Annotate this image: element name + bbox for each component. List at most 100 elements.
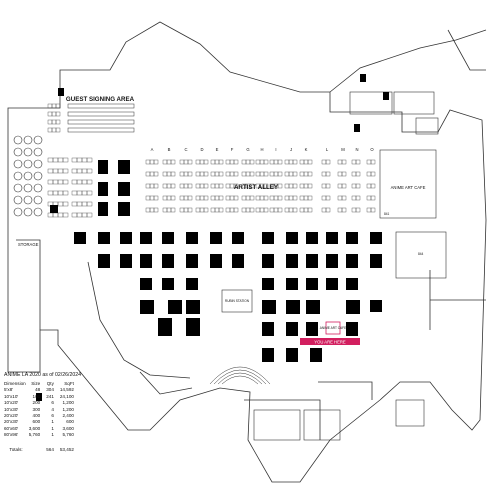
solid-booth: [186, 300, 200, 314]
solid-booth: [162, 254, 174, 268]
artist-table: [199, 171, 205, 177]
artist-table: [325, 171, 331, 177]
artist-table: [263, 159, 269, 165]
vendor-table: [76, 157, 83, 163]
artist-table: [149, 159, 155, 165]
artist-table: [366, 195, 372, 201]
vendor-table: [86, 179, 93, 185]
solid-booth: [326, 232, 338, 244]
artist-table: [255, 171, 261, 177]
solid-booth: [98, 232, 110, 244]
artist-table: [210, 171, 216, 177]
artist-table: [307, 171, 313, 177]
artist-table: [337, 159, 343, 165]
vendor-table: [62, 201, 69, 207]
south-room-a: [253, 409, 301, 441]
solid-booth: [262, 232, 274, 244]
legend-cell: 304: [46, 387, 54, 393]
artist-table: [166, 207, 172, 213]
artist-table: [277, 207, 283, 213]
artist-table: [321, 207, 327, 213]
vendor-table: [52, 179, 59, 185]
artist-table: [166, 171, 172, 177]
artist-table: [210, 183, 216, 189]
artist-table: [203, 195, 209, 201]
artist-table: [183, 195, 189, 201]
guest-signing-tables: [67, 103, 135, 133]
artist-table: [166, 159, 172, 165]
rubin-station-label: RUBIN STATION: [225, 299, 250, 303]
artist-table: [337, 171, 343, 177]
booth-size-legend: ANIME LA 2020 as of 02/26/2024 Dimension…: [4, 372, 136, 453]
building-outline: [7, 21, 487, 483]
vendor-table: [52, 157, 59, 163]
vendor-table: [76, 212, 83, 218]
legend-cell: 241: [46, 393, 54, 399]
solid-booth: [306, 322, 318, 336]
highlight-text: YOU ARE HERE: [314, 339, 346, 344]
solid-booth: [262, 300, 276, 314]
solid-booth: [118, 202, 130, 216]
solid-booth: [162, 278, 174, 290]
vendor-table: [76, 190, 83, 196]
solid-booth: [98, 202, 108, 216]
artist-table: [355, 195, 361, 201]
vendor-table: [47, 179, 54, 185]
vendor-table: [81, 212, 88, 218]
artist-table: [203, 207, 209, 213]
artist-table: [241, 195, 247, 201]
legend-cell: 10'x30': [4, 406, 19, 412]
legend-cell: 300: [32, 406, 41, 412]
vendor-table: [57, 157, 64, 163]
artist-table: [214, 207, 220, 213]
artist-table: [337, 183, 343, 189]
artist-table: [303, 195, 309, 201]
artist-table: [288, 159, 294, 165]
legend-totals-sqft: 53,452: [59, 446, 74, 452]
artist-table: [341, 171, 347, 177]
artist-table: [218, 183, 224, 189]
legend-cell: 1,200: [62, 400, 74, 406]
artist-table: [233, 195, 239, 201]
vendor-table: [81, 157, 88, 163]
artist-table: [303, 207, 309, 213]
legend-cell: 600: [32, 419, 41, 425]
vendor-table: [71, 168, 78, 174]
artist-table: [170, 183, 176, 189]
solid-booth: [286, 254, 298, 268]
artist-table: [149, 195, 155, 201]
artist-table: [145, 195, 151, 201]
solid-booth: [346, 232, 358, 244]
legend-totals-label: Totals:: [9, 446, 23, 452]
artist-table: [245, 171, 251, 177]
artist-table: [284, 195, 290, 201]
solid-booth: [286, 348, 298, 362]
artist-table: [229, 159, 235, 165]
artist-table: [153, 183, 159, 189]
artist-table: [229, 207, 235, 213]
vendor-table: [57, 201, 64, 207]
artist-table: [249, 207, 255, 213]
solid-booth: [310, 348, 322, 362]
artist-table: [170, 159, 176, 165]
anime-art-cafe-room: [379, 149, 437, 219]
legend-header: Dimension: [4, 381, 26, 386]
service-room-a: [349, 91, 393, 115]
artist-table: [187, 159, 193, 165]
artist-table: [233, 159, 239, 165]
artist-table: [288, 171, 294, 177]
artist-table: [249, 195, 255, 201]
table-booths: [47, 103, 376, 218]
artist-table: [183, 171, 189, 177]
signing-table: [55, 119, 61, 125]
solid-booth: [326, 254, 338, 268]
artist-table: [292, 159, 298, 165]
artist-table: [187, 171, 193, 177]
vendor-table: [86, 168, 93, 174]
artist-table: [321, 183, 327, 189]
artist-table: [162, 195, 168, 201]
artist-table: [288, 183, 294, 189]
